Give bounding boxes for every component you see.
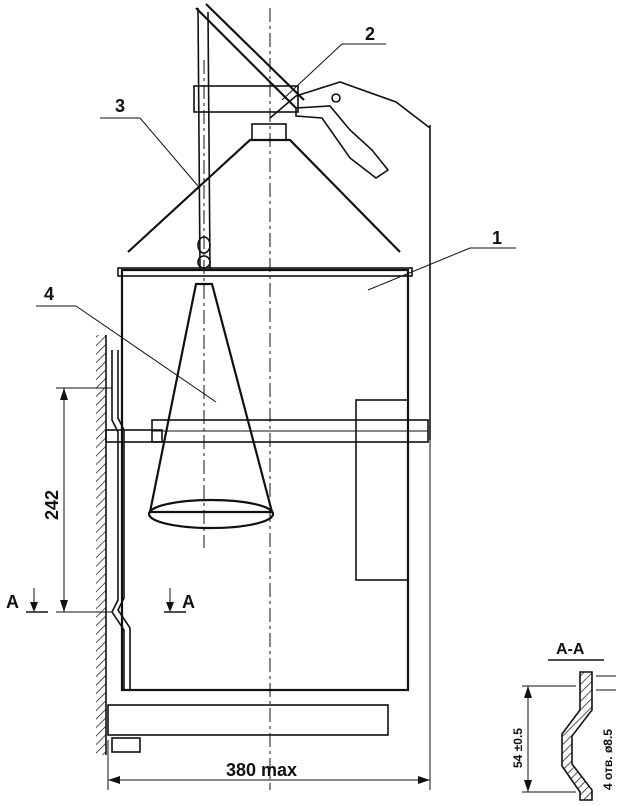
wall-bracket [105, 350, 163, 753]
label-valve: 2 [365, 24, 375, 44]
section-title: A-A [556, 641, 585, 658]
dimension-242: 242 [42, 387, 112, 613]
section-marker-left-label: A [6, 592, 19, 612]
callout-valve: 2 [281, 24, 386, 101]
callout-hose: 3 [100, 96, 199, 187]
section-height-label: 54 ±0.5 [511, 728, 525, 768]
label-hose: 3 [115, 96, 125, 116]
holes-label: 4 отв. ø8.5 [601, 729, 615, 790]
section-detail: A-A 54 ±0.5 4 отв. ø8.5 [511, 641, 616, 801]
callout-horn: 4 [36, 284, 217, 403]
wall [96, 335, 107, 755]
discharge-horn [147, 282, 275, 530]
dimension-380-label: 380 max [226, 760, 297, 780]
callout-body: 1 [367, 228, 516, 291]
section-marker-left: A [6, 588, 48, 613]
center-lines [203, 8, 271, 790]
valve-lever [193, 3, 431, 179]
label-horn: 4 [44, 284, 54, 304]
dimension-242-label: 242 [42, 490, 62, 520]
section-marker-right: A [164, 588, 195, 613]
label-body: 1 [492, 228, 502, 248]
section-marker-right-label: A [182, 592, 195, 612]
dimension-380: 380 max [107, 440, 431, 790]
